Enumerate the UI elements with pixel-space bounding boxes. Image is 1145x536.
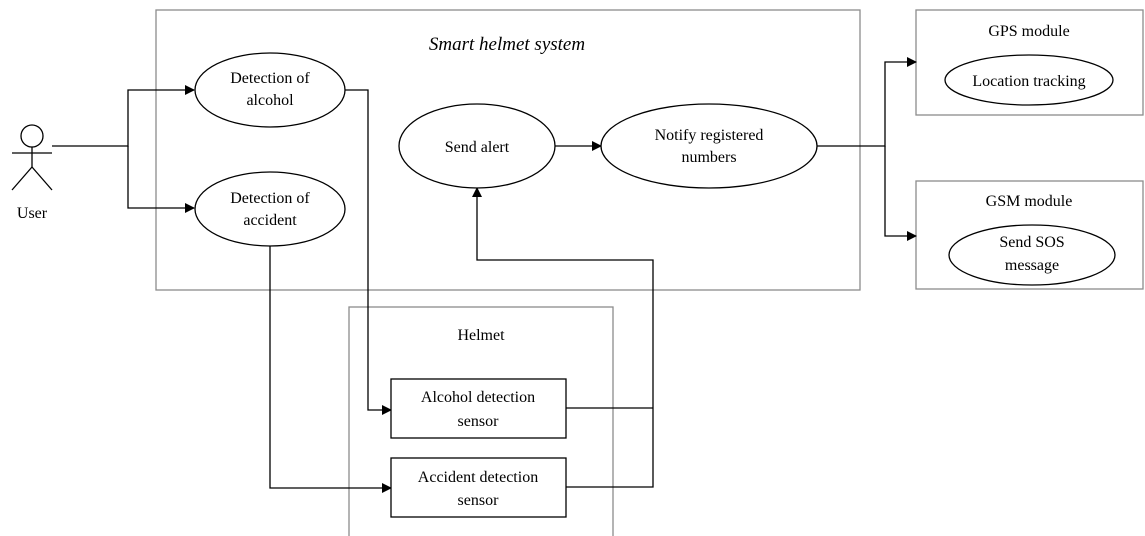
use-case-notify-registered-numbers: Notify registered numbers xyxy=(600,103,818,189)
notify-to-gps-connector xyxy=(817,57,917,147)
user-to-detection-alcohol-connector xyxy=(52,85,195,147)
component-alcohol-detection-sensor: Alcohol detection sensor xyxy=(390,378,567,439)
component-alcohol-sensor-line2: sensor xyxy=(458,413,500,430)
smart-helmet-system-title: Smart helmet system xyxy=(429,34,585,55)
stick-figure-icon xyxy=(11,124,53,191)
helmet-title: Helmet xyxy=(457,327,505,344)
actor-label: User xyxy=(17,205,48,222)
use-case-detection-alcohol-line2: alcohol xyxy=(246,92,294,109)
use-case-send-sos-line1: Send SOS xyxy=(999,234,1064,251)
use-case-detection-accident: Detection of accident xyxy=(194,171,346,247)
component-accident-detection-sensor: Accident detection sensor xyxy=(390,457,567,518)
accident-sensor-output-connector xyxy=(472,187,654,488)
component-accident-sensor-line2: sensor xyxy=(458,492,500,509)
detection-alcohol-to-alcohol-sensor-connector xyxy=(345,89,392,415)
gps-module-title: GPS module xyxy=(988,23,1069,40)
use-case-location-tracking: Location tracking xyxy=(944,54,1114,106)
user-to-detection-accident-connector xyxy=(127,146,195,213)
use-case-send-alert: Send alert xyxy=(398,103,556,189)
use-case-detection-alcohol: Detection of alcohol xyxy=(194,52,346,128)
use-case-notify-line1: Notify registered xyxy=(655,127,764,144)
use-case-send-sos-message: Send SOS message xyxy=(948,224,1116,286)
notify-to-gsm-connector xyxy=(884,146,917,241)
detection-accident-to-accident-sensor-connector xyxy=(269,246,392,493)
use-case-detection-accident-line2: accident xyxy=(243,212,297,229)
use-case-location-tracking-label: Location tracking xyxy=(972,73,1085,90)
use-case-send-alert-label: Send alert xyxy=(445,139,510,156)
component-accident-sensor-line1: Accident detection xyxy=(418,469,538,486)
use-case-detection-alcohol-line1: Detection of xyxy=(230,70,310,87)
gsm-module-title: GSM module xyxy=(986,193,1073,210)
component-alcohol-sensor-line1: Alcohol detection xyxy=(421,389,535,406)
use-case-send-sos-line2: message xyxy=(1005,257,1059,274)
use-case-notify-line2: numbers xyxy=(681,149,736,166)
smart-helmet-system-boundary xyxy=(155,9,861,291)
helmet-boundary xyxy=(348,306,614,536)
use-case-detection-accident-line1: Detection of xyxy=(230,190,310,207)
